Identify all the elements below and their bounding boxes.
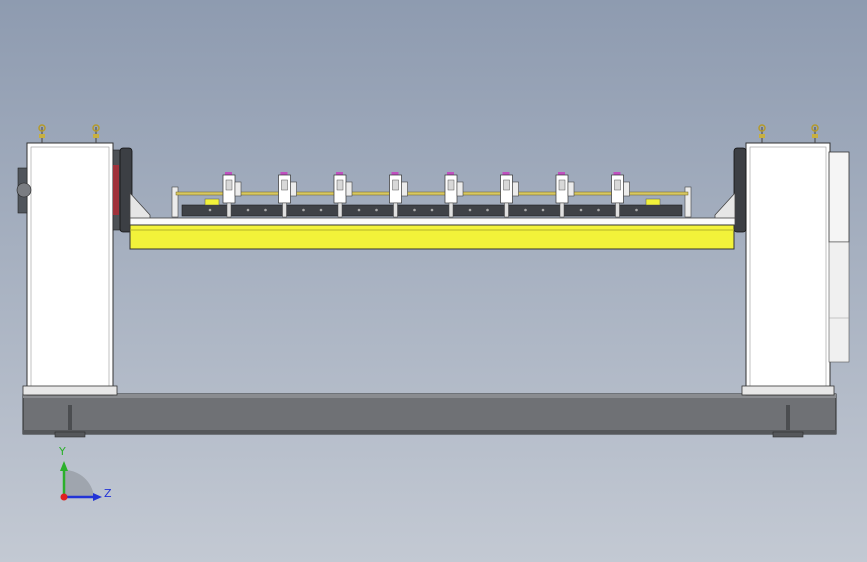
coordinate-triad <box>60 461 102 501</box>
right-eye-bolts <box>758 124 819 143</box>
triad-origin <box>60 493 68 501</box>
fixture-plate <box>129 217 736 250</box>
triad-plane <box>64 469 94 497</box>
left-eye-bolts <box>38 124 100 143</box>
toggle-clamp <box>430 172 472 218</box>
toggle-clamp <box>541 172 583 218</box>
toggle-clamp <box>208 172 250 218</box>
toggle-clamps <box>208 172 638 218</box>
toggle-clamp <box>486 172 527 218</box>
right-flange <box>733 147 747 233</box>
y-axis-label: Y <box>59 445 66 458</box>
toggle-clamp <box>264 172 305 218</box>
left-flange <box>112 147 133 233</box>
left-pillar <box>16 124 118 396</box>
right-pillar <box>741 124 835 396</box>
toggle-clamp <box>319 172 361 218</box>
right-drive-motor <box>828 151 850 363</box>
base-frame <box>22 393 837 438</box>
z-axis-label: Z <box>104 487 112 500</box>
toggle-clamp <box>597 172 638 218</box>
toggle-clamp <box>375 172 416 218</box>
